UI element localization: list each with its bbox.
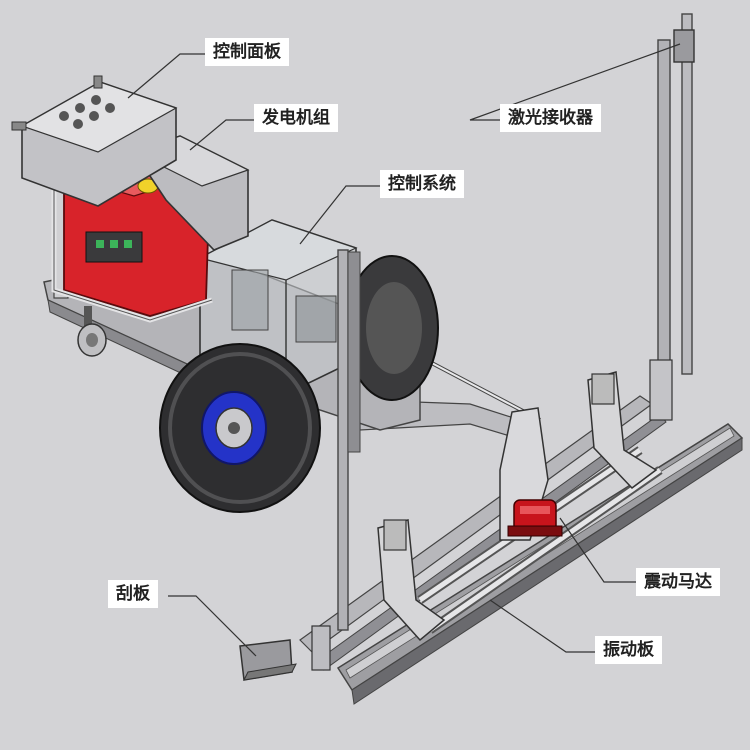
screed-head-frame [299, 371, 667, 671]
label-laser-receiver: 激光接收器 [500, 104, 601, 132]
front-wheel [159, 343, 321, 513]
label-control-system: 控制系统 [380, 170, 464, 198]
label-vibration-motor: 震动马达 [636, 568, 720, 596]
label-generator-set: 发电机组 [254, 104, 338, 132]
rear-wheel [345, 255, 439, 401]
laser-receiver-mast [649, 13, 695, 421]
vibration-motor [507, 499, 563, 537]
label-control-panel: 控制面板 [205, 38, 289, 66]
scraper [239, 639, 297, 681]
leader-lines [127, 43, 681, 657]
front-mast [311, 249, 361, 671]
label-vibration-plate: 振动板 [595, 636, 662, 664]
control-panel-box [11, 75, 178, 207]
label-scraper: 刮板 [108, 580, 158, 608]
